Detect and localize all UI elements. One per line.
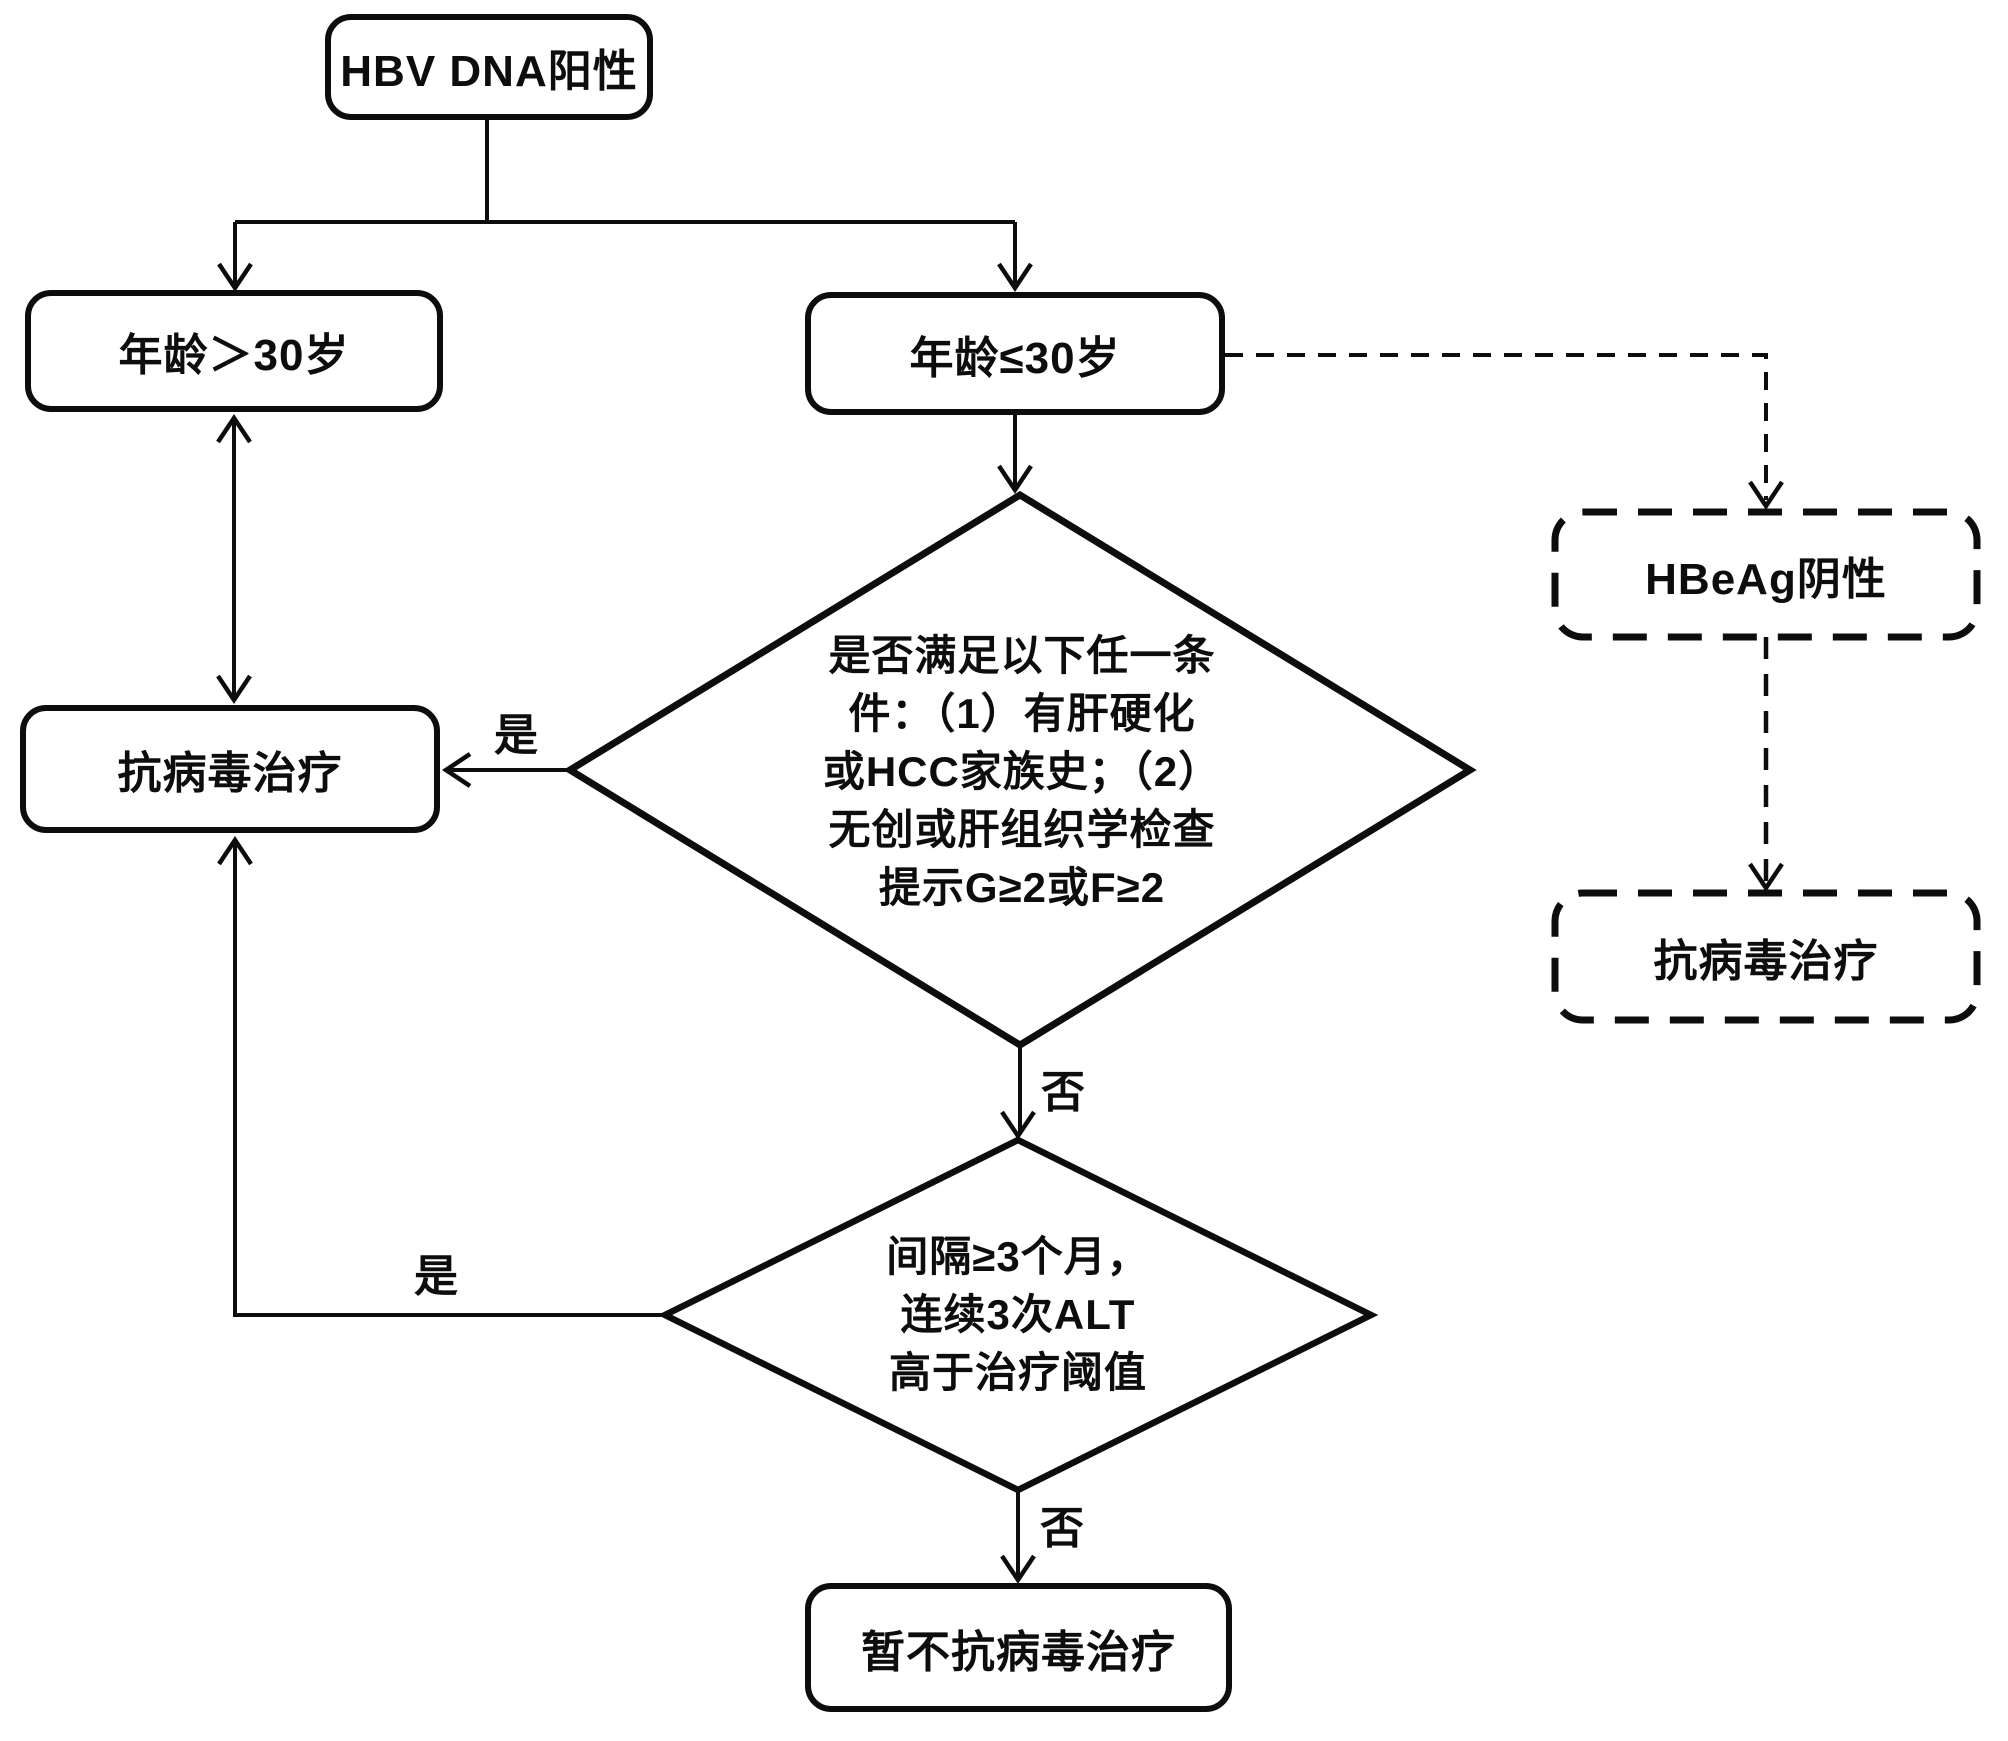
node-antiviral-treatment-dashed: 抗病毒治疗 xyxy=(1653,936,1879,986)
node-age-le30: 年龄≤30岁 xyxy=(805,292,1225,415)
edge-condition-alt-no xyxy=(1000,1490,1036,1585)
edge-dashed-hbeag xyxy=(1225,353,1784,511)
edge-condition-any-no xyxy=(1000,1045,1036,1141)
edge-agegt30-antiviral xyxy=(216,413,252,705)
node-condition-any-text: 是否满足以下任一条 件：（1）有肝硬化 或HCC家族史；（2） 无创或肝组织学检… xyxy=(822,632,1222,911)
edge-dashed-antiviral xyxy=(1748,637,1784,893)
node-hbv-dna-positive: HBV DNA阳性 xyxy=(325,14,653,120)
edge-condition-any-yes xyxy=(441,752,570,788)
edge-condition-alt-yes xyxy=(217,835,665,1317)
edge-agele30-condition xyxy=(997,415,1033,495)
node-no-antiviral-treatment: 暂不抗病毒治疗 xyxy=(805,1583,1232,1712)
diamond-condition-any xyxy=(563,490,1477,1050)
edge-label-condition-any-yes: 是 xyxy=(494,711,538,760)
edge-label-condition-alt-no: 否 xyxy=(1040,1504,1084,1553)
dashed-box-hbeag-negative xyxy=(1551,508,1981,641)
edge-label-condition-any-no: 否 xyxy=(1041,1068,1085,1117)
node-condition-alt-text: 间隔≥3个月， 连续3次ALT 高于治疗阈值 xyxy=(886,1233,1150,1396)
node-age-gt30: 年龄＞30岁 xyxy=(25,290,443,412)
edge-hbv-split xyxy=(217,120,1033,293)
node-antiviral-treatment: 抗病毒治疗 xyxy=(20,705,440,833)
diamond-condition-alt xyxy=(657,1136,1379,1494)
edge-label-condition-alt-yes: 是 xyxy=(414,1252,458,1301)
node-hbeag-negative: HBeAg阴性 xyxy=(1645,554,1887,604)
dashed-box-antiviral xyxy=(1551,889,1981,1024)
